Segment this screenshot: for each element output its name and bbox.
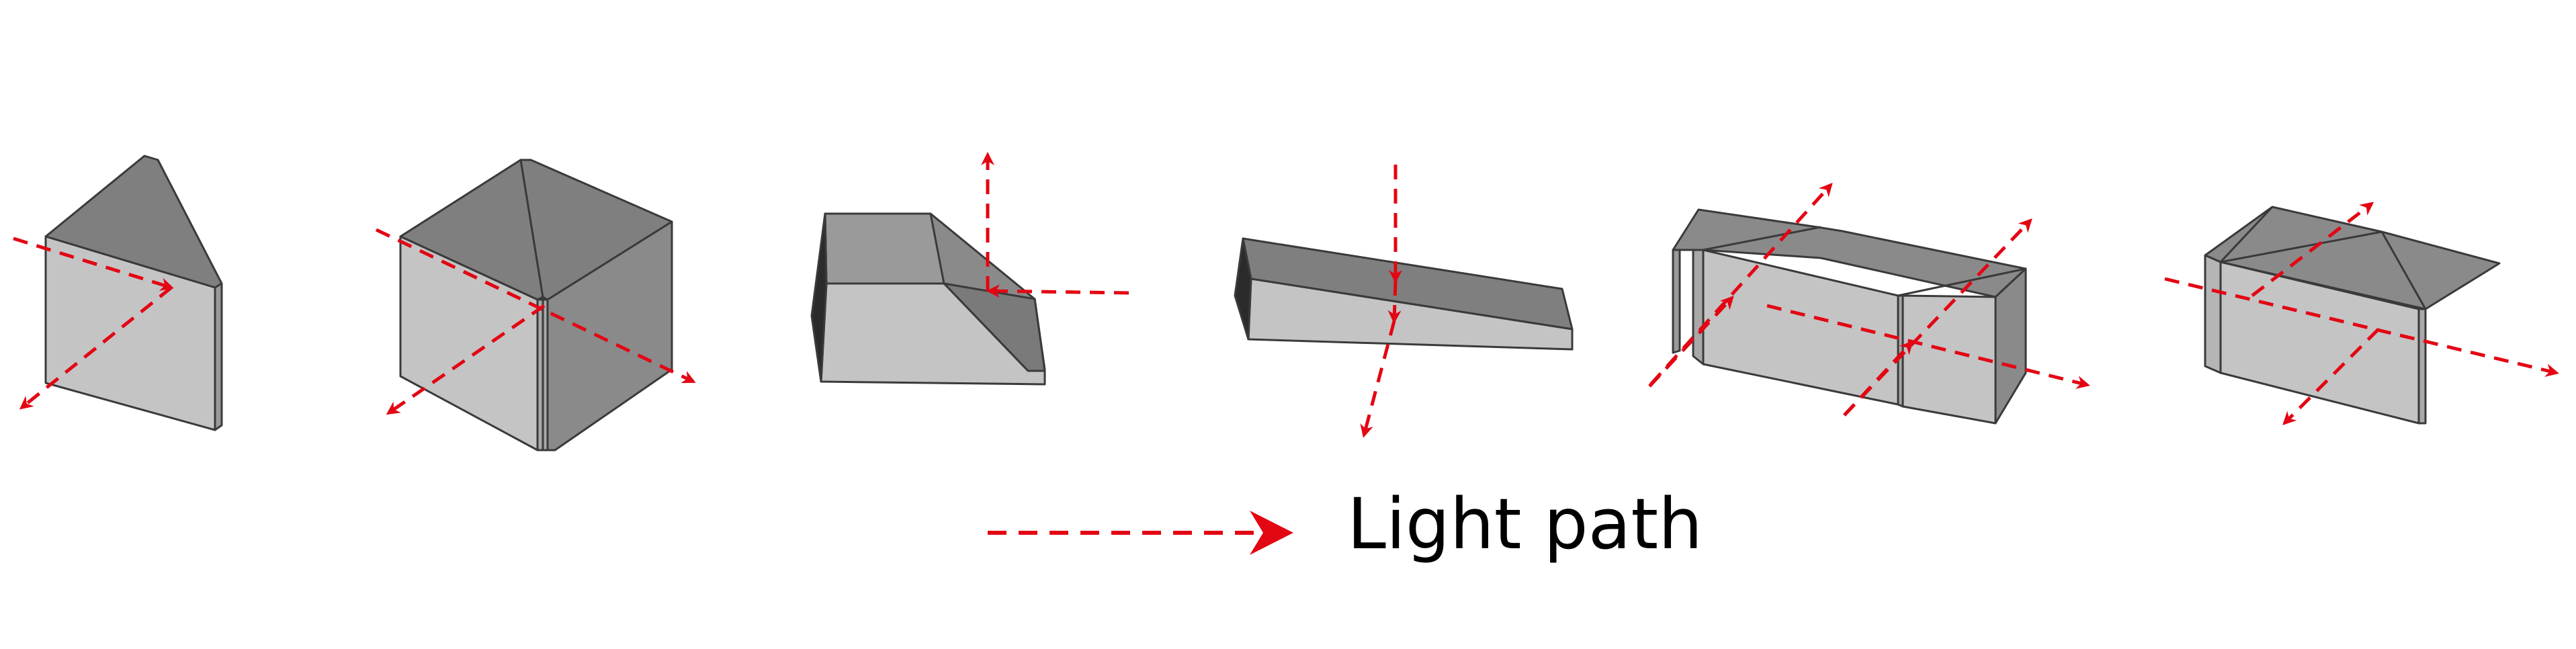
- light-path-1: [13, 236, 174, 410]
- light-path-2: [375, 228, 696, 415]
- beamsplitter-cube-pair: [1672, 208, 2027, 425]
- legend-label: Light path: [1347, 483, 1703, 565]
- roof-prism: [2204, 206, 2501, 425]
- corner-cube-prism: [399, 159, 673, 451]
- light-path-4: [1360, 165, 1402, 438]
- penta-prism: [810, 212, 1046, 386]
- light-path-6: [2164, 202, 2559, 425]
- wedge-prism: [1234, 237, 1574, 351]
- light-path-3: [981, 152, 1129, 298]
- right-angle-prism: [44, 155, 223, 431]
- light-path-5: [1648, 183, 2090, 417]
- legend-arrowhead: [1250, 511, 1293, 555]
